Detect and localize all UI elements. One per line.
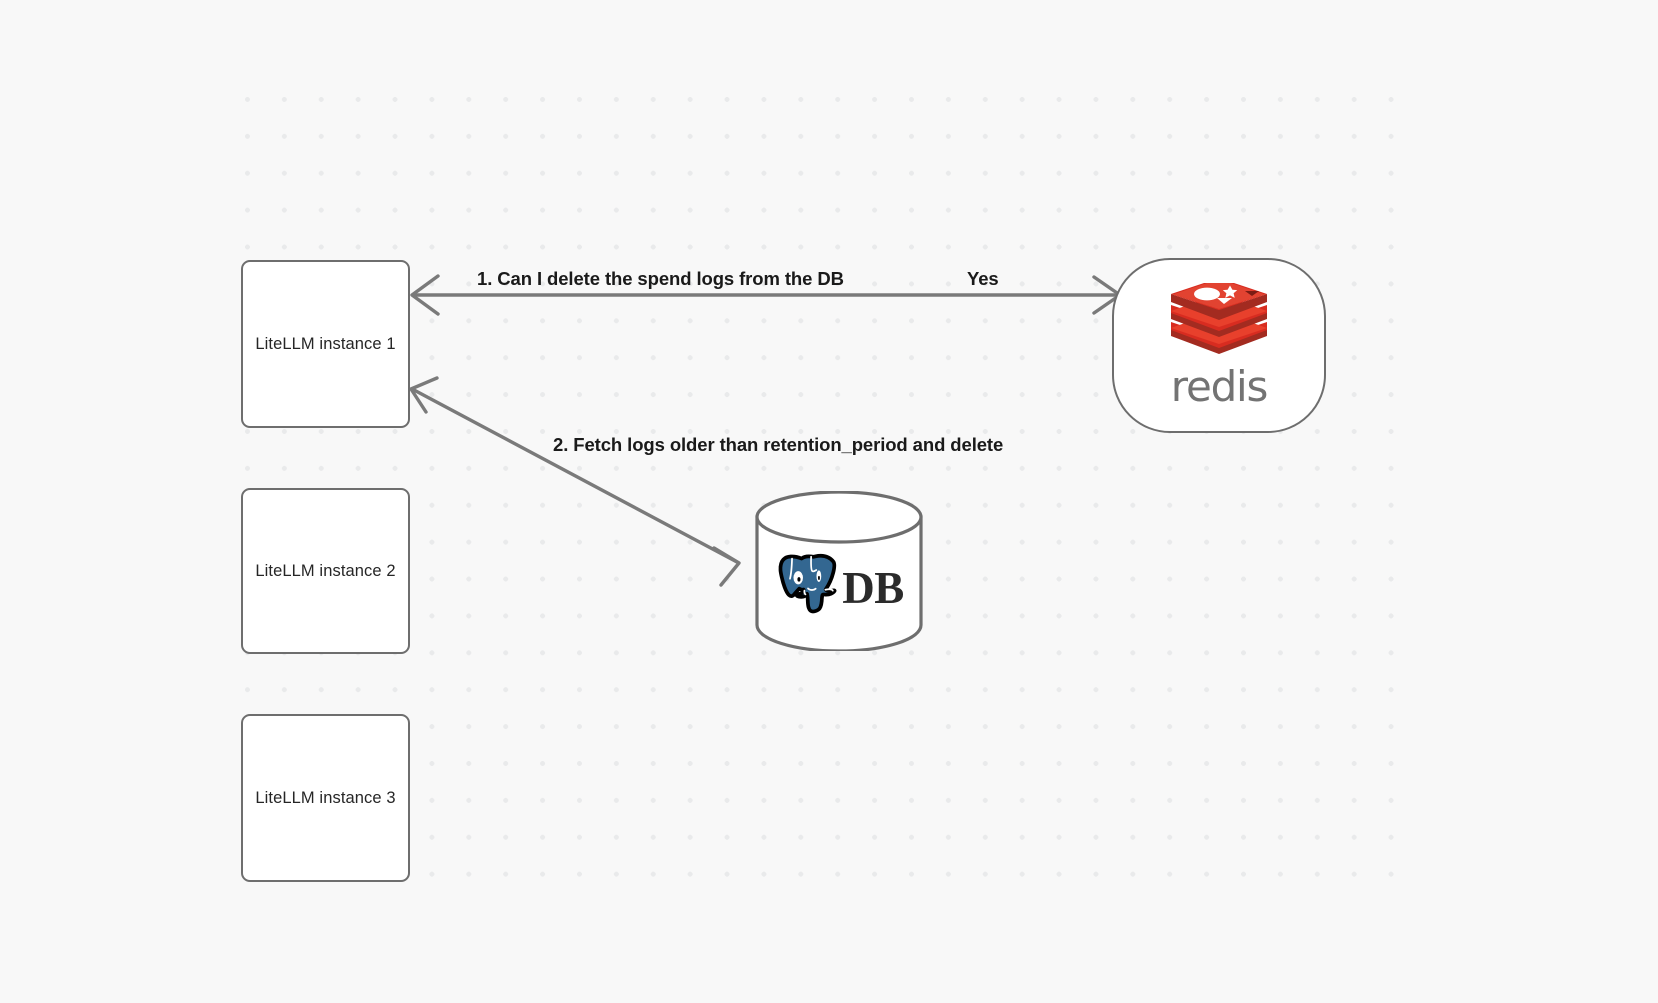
edge-1-arrowhead-left xyxy=(410,274,440,316)
redis-wordmark: redis xyxy=(1170,362,1269,411)
edge-2-line xyxy=(412,388,739,564)
database-label: DB xyxy=(842,562,904,613)
edge-label-yes: Yes xyxy=(967,268,999,289)
postgresql-elephant-icon xyxy=(774,553,840,624)
node-litellm-instance-2-label: LiteLLM instance 2 xyxy=(255,561,396,580)
node-litellm-instance-1[interactable]: LiteLLM instance 1 xyxy=(241,260,410,428)
cylinder-shape xyxy=(755,490,923,653)
redis-stack-icon xyxy=(1167,278,1271,366)
edge-label-step-1: 1. Can I delete the spend logs from the … xyxy=(477,268,844,289)
node-litellm-instance-3-label: LiteLLM instance 3 xyxy=(255,788,396,807)
edge-2-arrowhead-start xyxy=(409,376,439,414)
node-litellm-instance-2[interactable]: LiteLLM instance 2 xyxy=(241,488,410,654)
node-litellm-instance-1-label: LiteLLM instance 1 xyxy=(255,334,396,353)
edge-label-step-2: 2. Fetch logs older than retention_perio… xyxy=(553,434,1004,455)
edge-2-arrowhead-end xyxy=(712,546,741,587)
node-litellm-instance-3[interactable]: LiteLLM instance 3 xyxy=(241,714,410,882)
node-database[interactable]: DB xyxy=(753,490,925,653)
node-redis[interactable]: redis xyxy=(1112,258,1326,433)
